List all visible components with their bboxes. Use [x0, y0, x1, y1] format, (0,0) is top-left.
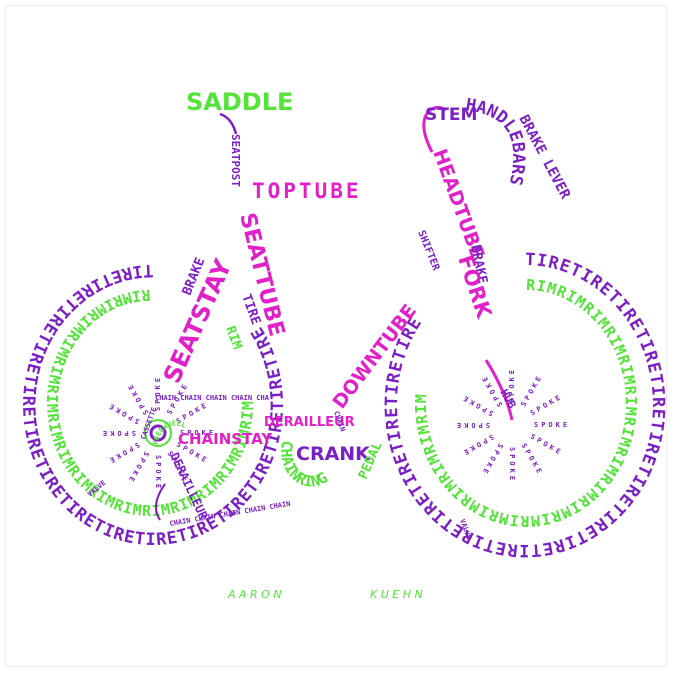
spoke-label: SPOKE	[534, 421, 570, 429]
spoke-label: SPOKE	[100, 429, 136, 437]
spoke-label: SPOKE	[460, 433, 495, 458]
artist-last-name: K U E H N	[370, 588, 423, 601]
spoke-label: SPOKE	[180, 429, 216, 437]
spoke-label: SPOKE	[106, 441, 141, 466]
derailleur-rear-arm	[155, 483, 166, 521]
rear-rim-ring: RIMRIMRIMRIMRIMRIMRIMRIMRIMRIMRIMRIMRIMR…	[43, 286, 257, 520]
seatpost-label: SEATPOST	[229, 134, 242, 187]
artist-first-name: A A R O N	[227, 588, 282, 601]
freewheel-core	[149, 424, 167, 442]
chainstay-label: CHAINSTAY	[178, 430, 273, 448]
fork-label: FORK	[453, 252, 496, 322]
spoke-label: SPOKE	[508, 447, 516, 483]
spoke-label: SPOKE	[125, 381, 150, 416]
toptube-label: TOPTUBE	[252, 179, 362, 203]
crank-label: CRANK	[296, 443, 371, 465]
spoke-label: SPOKE	[529, 392, 564, 417]
spoke-label: SPOKE	[454, 421, 490, 429]
spoke-label: SPOKE	[154, 375, 162, 411]
handlebars-label: HANDLEBARS	[464, 95, 528, 187]
freewheel-outer	[144, 419, 172, 447]
saddle-label: SADDLE	[186, 88, 293, 116]
front-spokes: SPOKESPOKESPOKESPOKESPOKESPOKESPOKESPOKE…	[454, 367, 570, 483]
rim-inner-label: RIM	[222, 324, 244, 351]
spoke-label: SPOKE	[154, 455, 162, 491]
fork-tip	[484, 359, 514, 421]
spoke-label: SPOKE	[508, 367, 516, 403]
shifter-label: SHIFTER	[415, 229, 441, 273]
seatpost-hook	[219, 112, 238, 135]
derailleur-front-label: DERAILLEUR	[264, 415, 355, 430]
artwork-sheet	[6, 6, 666, 666]
stem-curve	[422, 105, 447, 153]
stem-label: STEM	[425, 105, 477, 125]
spoke-label: SPOKE	[520, 442, 545, 477]
